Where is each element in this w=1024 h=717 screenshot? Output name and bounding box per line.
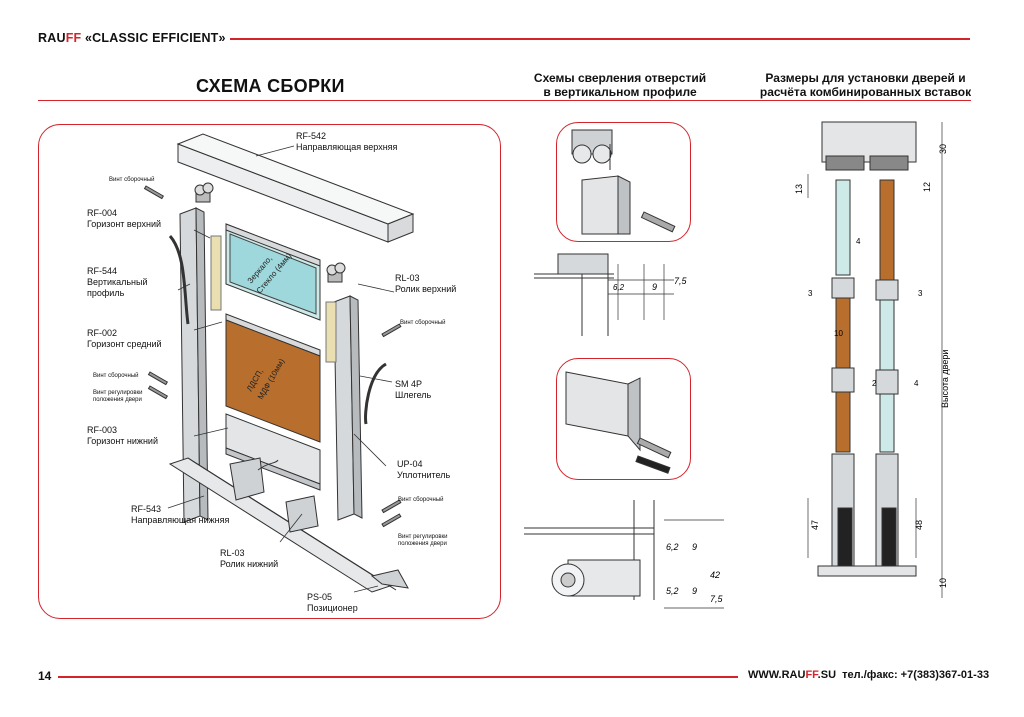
- footer-contacts: WWW.RAUFF.SU тел./факс: +7(383)367-01-33: [748, 669, 990, 681]
- top-rail-shape: [176, 133, 415, 243]
- svg-text:30: 30: [938, 144, 948, 154]
- svg-text:Высота двери: Высота двери: [940, 350, 950, 408]
- svg-text:6,2: 6,2: [666, 542, 679, 552]
- drill-section-top: 6,2 9 7,5: [534, 253, 688, 336]
- svg-text:10: 10: [834, 329, 843, 338]
- svg-text:10: 10: [938, 578, 948, 588]
- svg-text:4: 4: [914, 379, 919, 388]
- chipboard-panel: ЛДСП, МДФ (10мм): [225, 313, 321, 443]
- right-vertical-profile: [325, 295, 387, 521]
- label-screw-3: Винт сборочный: [93, 373, 139, 379]
- svg-text:12: 12: [922, 182, 932, 192]
- brand-title: RAUFF «CLASSIC EFFICIENT»: [38, 31, 226, 45]
- svg-text:3: 3: [808, 289, 813, 298]
- door-size-drawing: 30 13 12 4 3 3 10 2 4 47 48 10 Высота дв…: [794, 121, 950, 598]
- screw-shapes: [143, 185, 402, 528]
- svg-text:7,5: 7,5: [674, 276, 688, 286]
- assembly-drawing: Зеркало, Стекло (4мм) ЛДСП, МДФ (10мм): [143, 133, 415, 593]
- label-screw-1: Винт сборочный: [109, 177, 155, 183]
- top-roller-shape: [194, 182, 346, 283]
- site-link: WWW.RAU: [748, 669, 806, 681]
- svg-text:9: 9: [692, 542, 697, 552]
- svg-text:5,2: 5,2: [666, 586, 679, 596]
- page-title: СХЕМА СБОРКИ: [196, 76, 345, 96]
- svg-text:7,5: 7,5: [710, 594, 724, 604]
- svg-text:4: 4: [856, 237, 861, 246]
- footer-rule: [58, 676, 738, 678]
- page-number: 14: [38, 669, 52, 683]
- header-rule: [230, 38, 970, 40]
- svg-text:6,2: 6,2: [613, 283, 625, 292]
- svg-text:9: 9: [692, 586, 697, 596]
- bottom-horizontal-shape: [225, 413, 321, 491]
- positioner-shape: [370, 569, 409, 589]
- label-screw-4: Винт сборочный: [398, 497, 444, 503]
- svg-text:47: 47: [810, 520, 820, 530]
- leader-lines: [167, 145, 395, 593]
- phone-text: тел./факс: +7(383)367-01-33: [842, 669, 990, 681]
- label-screw-2: Винт сборочный: [400, 320, 446, 326]
- svg-text:48: 48: [914, 520, 924, 530]
- section-rule: [38, 100, 971, 101]
- drill-section-bottom: 6,2 9 5,2 9 42 7,5: [524, 500, 724, 609]
- svg-text:3: 3: [918, 289, 923, 298]
- glass-panel: Зеркало, Стекло (4мм): [225, 223, 321, 321]
- svg-text:9: 9: [652, 282, 657, 292]
- drill-detail-bottom: [565, 371, 672, 474]
- svg-text:13: 13: [794, 184, 804, 194]
- drill-detail-top: [571, 129, 676, 235]
- svg-text:2: 2: [872, 379, 877, 388]
- svg-text:42: 42: [710, 570, 720, 580]
